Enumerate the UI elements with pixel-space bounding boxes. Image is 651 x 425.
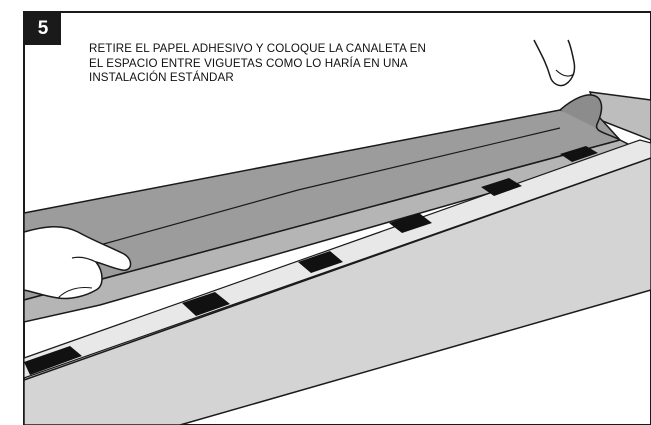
instruction-line: RETIRE EL PAPEL ADHESIVO Y COLOQUE LA CA… bbox=[89, 42, 426, 55]
step-number-badge: 5 bbox=[25, 13, 61, 45]
joist-block bbox=[481, 178, 522, 196]
trough-front-panel bbox=[23, 157, 651, 425]
instruction-text: RETIRE EL PAPEL ADHESIVO Y COLOQUE LA CA… bbox=[89, 42, 509, 86]
right-hand-icon bbox=[533, 39, 576, 87]
joist-block bbox=[182, 292, 230, 316]
joist-block bbox=[298, 251, 343, 273]
instruction-line: INSTALACIÓN ESTÁNDAR bbox=[89, 71, 234, 84]
joist-block bbox=[389, 213, 432, 233]
joist-block bbox=[24, 346, 82, 375]
membrane-fold-line bbox=[99, 127, 561, 246]
instruction-line: EL ESPACIO ENTRE VIGUETAS COMO LO HARÍA … bbox=[89, 56, 408, 70]
joist-block bbox=[560, 146, 598, 162]
membrane-curl bbox=[559, 94, 621, 141]
left-hand-icon bbox=[23, 226, 132, 300]
joist-blocks bbox=[24, 146, 598, 375]
